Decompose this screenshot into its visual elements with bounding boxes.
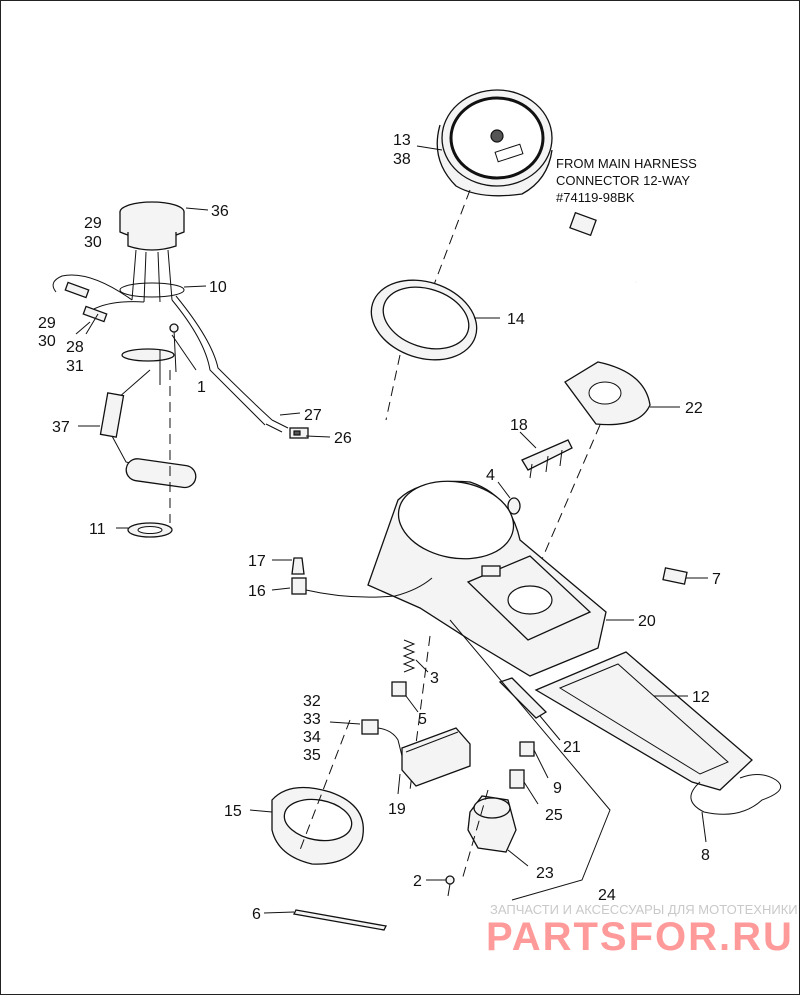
callout-32: 32 (303, 693, 321, 710)
callout-2: 2 (413, 873, 422, 890)
callout-28: 28 (66, 339, 84, 356)
speedometer (431, 89, 553, 291)
callout-37: 37 (52, 419, 70, 436)
leader-lines (75, 145, 708, 914)
callout-26: 26 (334, 430, 352, 447)
callout-34: 34 (303, 729, 321, 746)
callout-13: 13 (393, 132, 411, 149)
callout-8: 8 (701, 847, 710, 864)
bracket-outline (449, 619, 611, 901)
callout-4: 4 (486, 467, 495, 484)
tab-25 (509, 769, 525, 789)
callout-29-lower: 29 (38, 315, 56, 332)
callout-15: 15 (224, 803, 242, 820)
mounting-base (271, 719, 364, 865)
callout-17: 17 (248, 553, 266, 570)
callout-25: 25 (545, 807, 563, 824)
callout-36: 36 (211, 203, 229, 220)
callout-35: 35 (303, 747, 321, 764)
bulb-socket-wire (291, 557, 433, 598)
callout-30-upper: 30 (84, 234, 102, 251)
callout-11: 11 (89, 521, 106, 538)
gasket-ring (370, 279, 478, 421)
harness-note-line3: #74119-98BK (556, 190, 635, 205)
callout-14: 14 (507, 311, 525, 328)
clip (662, 567, 688, 585)
callout-21: 21 (563, 739, 581, 756)
callout-1: 1 (197, 379, 206, 396)
harness-connector (569, 211, 637, 284)
watermark-tagline: ЗАПЧАСТИ И АКСЕССУАРЫ ДЛЯ МОТОТЕХНИКИ (490, 902, 798, 917)
strip (498, 677, 548, 719)
callout-labels: 13 38 36 29 30 10 29 30 28 31 1 14 37 27… (38, 132, 721, 923)
callout-18: 18 (510, 417, 528, 434)
callout-24: 24 (598, 887, 616, 904)
callout-22: 22 (685, 400, 703, 417)
callout-27: 27 (304, 407, 322, 424)
callout-30-lower: 30 (38, 333, 56, 350)
fuel-sender-assembly (52, 201, 309, 538)
relay (461, 789, 517, 881)
cable-tie (293, 909, 387, 931)
callout-19: 19 (388, 801, 406, 818)
watermark: ЗАПЧАСТИ И АКСЕССУАРЫ ДЛЯ МОТОТЕХНИКИ PA… (486, 902, 798, 959)
bracket-and-bulb (507, 439, 573, 515)
callout-16: 16 (248, 583, 266, 600)
screw (445, 875, 455, 897)
callout-3: 3 (430, 670, 439, 687)
callout-33: 33 (303, 711, 321, 728)
pad (534, 651, 782, 815)
switch-module (361, 719, 471, 787)
callout-31: 31 (66, 358, 84, 375)
console-housing (367, 480, 607, 677)
harness-note: FROM MAIN HARNESS CONNECTOR 12-WAY #7411… (556, 156, 697, 205)
callout-6: 6 (252, 906, 261, 923)
callout-29-upper: 29 (84, 215, 102, 232)
callout-9: 9 (553, 780, 562, 797)
callout-5: 5 (418, 711, 427, 728)
callout-10: 10 (209, 279, 227, 296)
watermark-brand: PARTSFOR.RU (486, 915, 794, 959)
callout-7: 7 (712, 571, 721, 588)
harness-note-line1: FROM MAIN HARNESS (556, 156, 697, 171)
callout-23: 23 (536, 865, 554, 882)
harness-note-line2: CONNECTOR 12-WAY (556, 173, 690, 188)
callout-20: 20 (638, 613, 656, 630)
tab-9 (519, 741, 535, 757)
callout-12: 12 (692, 689, 710, 706)
callout-38: 38 (393, 151, 411, 168)
